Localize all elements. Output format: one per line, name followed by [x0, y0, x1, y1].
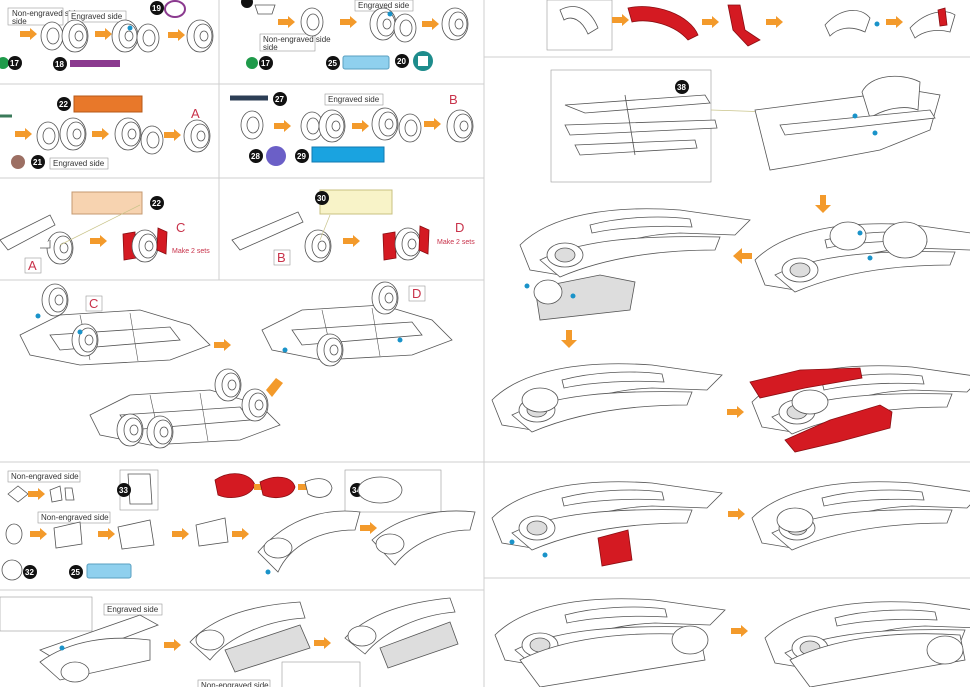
step-panel-cockpit: Non-engraved side Non-engraved side 33 3…	[1, 469, 476, 581]
svg-text:Non-engraved side: Non-engraved side	[201, 681, 269, 687]
make-2-sets-note: Make 2 sets	[172, 248, 210, 255]
step-panel-body-attach	[519, 208, 970, 348]
svg-text:Non-engraved side: Non-engraved side	[11, 472, 79, 481]
step-panel-nose-red	[546, 0, 956, 51]
svg-text:28: 28	[251, 152, 260, 161]
step-panel-front-wheel-right: Non-engraved side side Engraved side 17 …	[241, 0, 469, 71]
step-panel-sidepods-red	[491, 363, 970, 453]
svg-text:D: D	[412, 286, 421, 301]
step-panel-side-panel-red	[491, 481, 970, 567]
svg-text:Engraved side: Engraved side	[358, 1, 410, 10]
svg-text:A: A	[28, 258, 37, 273]
svg-text:Make 2 sets: Make 2 sets	[437, 239, 475, 246]
step-panel-front-wheel-left: Non-engraved side side Engraved side 19 …	[0, 0, 214, 71]
green-part	[0, 57, 9, 69]
svg-text:27: 27	[275, 95, 284, 104]
svg-text:Non-engraved side: Non-engraved side	[263, 35, 331, 44]
label-c: C	[176, 220, 185, 235]
step-panel-floor-assembly: 38	[550, 69, 941, 213]
svg-text:Non-engraved side: Non-engraved side	[41, 513, 109, 522]
svg-text:Engraved side: Engraved side	[107, 605, 159, 614]
svg-text:25: 25	[71, 568, 80, 577]
svg-text:30: 30	[317, 194, 326, 203]
svg-text:17: 17	[10, 59, 19, 68]
svg-text:32: 32	[25, 568, 34, 577]
svg-text:25: 25	[328, 59, 337, 68]
svg-text:38: 38	[677, 83, 686, 92]
svg-text:Engraved side: Engraved side	[53, 159, 105, 168]
step-panel-body-side: Engraved side Non-engraved side	[0, 596, 459, 687]
svg-text:29: 29	[297, 152, 306, 161]
step-panel-axle-d: 30 D Make 2 sets B	[231, 189, 475, 266]
svg-text:21: 21	[33, 158, 42, 167]
step-panel-final-body	[494, 598, 970, 687]
svg-text:17: 17	[261, 59, 270, 68]
svg-text:Engraved side: Engraved side	[328, 95, 380, 104]
svg-text:B: B	[277, 250, 286, 265]
label-b-header: B	[449, 92, 458, 107]
engraved-label: Engraved side	[71, 12, 123, 21]
svg-text:19: 19	[152, 4, 161, 13]
svg-text:34: 34	[352, 486, 361, 495]
svg-text:side: side	[12, 17, 27, 26]
step-panel-rear-wheel-a: 22 A 21 Engraved side	[0, 95, 211, 170]
svg-text:18: 18	[55, 60, 64, 69]
step-panel-axle-c: 22 C Make 2 sets A	[0, 191, 210, 274]
svg-text:C: C	[89, 296, 98, 311]
svg-text:33: 33	[119, 486, 128, 495]
svg-text:22: 22	[59, 100, 68, 109]
svg-text:side: side	[263, 43, 278, 52]
step-panel-rear-wheel-b: 27 Engraved side B 28 29	[230, 92, 474, 166]
label-d: D	[455, 220, 464, 235]
svg-text:20: 20	[397, 57, 406, 66]
non-engraved-label: Non-engraved side	[12, 9, 80, 18]
label-a: A	[191, 106, 200, 121]
svg-text:22: 22	[152, 199, 161, 208]
purple-part	[70, 60, 120, 67]
step-panel-chassis-axles: C D	[19, 281, 453, 449]
